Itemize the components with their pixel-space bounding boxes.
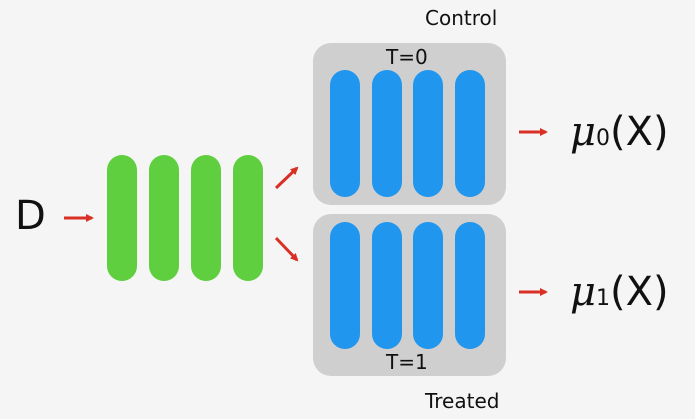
control-head-layer [413,70,443,197]
treated-head-box: T=1 [313,214,506,376]
treated-group-label: Treated [425,389,500,413]
mu-symbol: μ [570,109,596,155]
control-head-layer [330,70,360,197]
input-label: D [15,193,46,239]
subscript: 1 [596,286,610,311]
arrow-to-treated [274,236,299,262]
control-head-layer [455,70,485,197]
argument: (X) [610,269,669,315]
control-head-box: T=0 [313,43,506,205]
treated-head-layer [413,222,443,349]
control-output-label: μ0(X) [570,112,669,152]
treated-head-layer [455,222,485,349]
mu-symbol: μ [570,269,596,315]
control-head-layer [372,70,402,197]
shared-layer [107,155,137,281]
shared-layer [149,155,179,281]
arrow-to-control [274,166,299,190]
shared-layer [191,155,221,281]
treated-output-label: μ1(X) [570,272,669,312]
treated-treatment-label: T=1 [386,350,428,374]
subscript: 0 [596,126,610,151]
argument: (X) [610,109,669,155]
treated-head-layer [372,222,402,349]
treated-head-layer [330,222,360,349]
shared-layer [233,155,263,281]
control-treatment-label: T=0 [386,45,428,69]
control-group-label: Control [425,6,498,30]
